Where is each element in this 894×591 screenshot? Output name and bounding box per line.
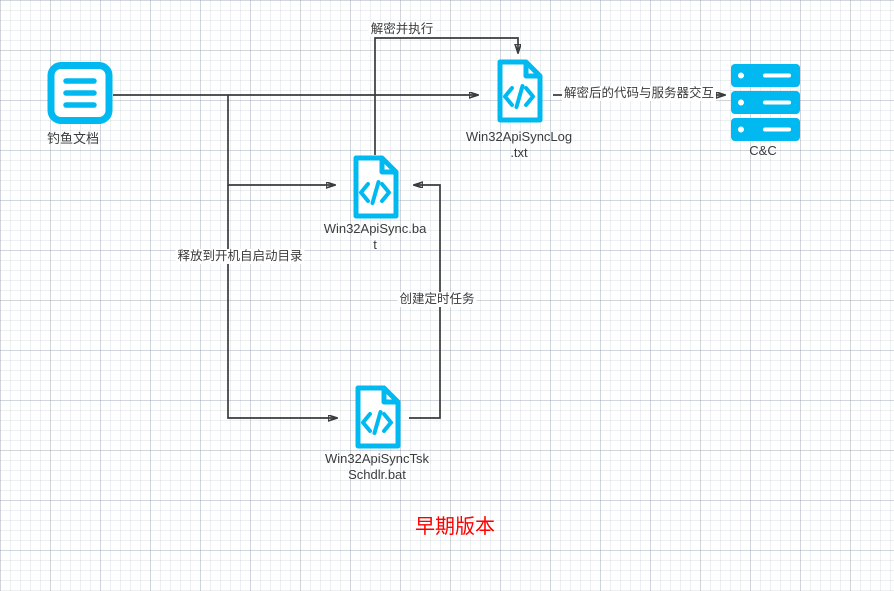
node-label-sync-bat: Win32ApiSync.ba t (323, 221, 427, 252)
edge-label-decrypt-and-execute: 解密并执行 (368, 22, 436, 37)
document-icon (47, 62, 113, 124)
node-sync-log-txt[interactable] (487, 59, 551, 123)
node-cnc-server[interactable] (731, 64, 800, 141)
code-file-icon (353, 155, 399, 219)
version-annotation: 早期版本 (415, 516, 495, 538)
edge-label-create-scheduled-task: 创建定时任务 (397, 292, 477, 307)
node-label-sync-log-txt: Win32ApiSyncLog .txt (465, 129, 573, 160)
node-label-cnc-server: C&C (749, 143, 777, 158)
code-file-icon (497, 59, 543, 123)
edge-doc-to-syncbat[interactable] (227, 95, 335, 185)
node-label-tsk-schdlr-bat: Win32ApiSyncTsk Schdlr.bat (324, 451, 430, 482)
edge-syncbat-to-log-decrypt[interactable] (374, 37, 518, 155)
node-phishing-doc[interactable] (47, 62, 113, 124)
edge-label-server-interaction: 解密后的代码与服务器交互 (561, 86, 717, 101)
node-label-phishing-doc: 钓鱼文档 (46, 131, 100, 146)
node-sync-bat[interactable] (343, 155, 407, 219)
node-tsk-schdlr-bat[interactable] (345, 385, 409, 449)
code-file-icon (355, 385, 401, 449)
edge-doc-to-tskbat[interactable] (227, 185, 337, 418)
server-icon (731, 64, 800, 141)
edge-label-drop-to-startup: 释放到开机自启动目录 (175, 249, 305, 264)
